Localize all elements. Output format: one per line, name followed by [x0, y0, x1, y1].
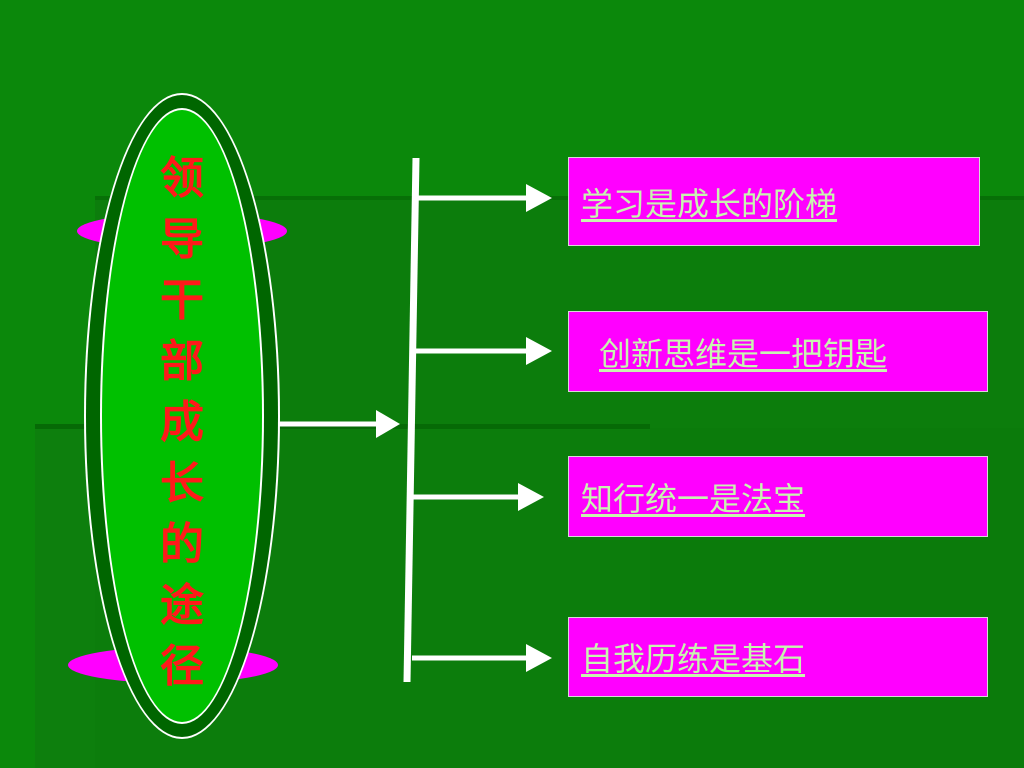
branch-box-innovation[interactable]: 创新思维是一把钥匙: [568, 311, 988, 392]
branch-arrow-2-head: [526, 337, 552, 365]
connector-main-arrowhead: [376, 410, 400, 438]
branch-arrow-3-head: [518, 483, 544, 511]
branch-box-practice[interactable]: 自我历练是基石: [568, 617, 988, 697]
branch-label-learning[interactable]: 学习是成长的阶梯: [581, 184, 838, 223]
background-panel-left: [35, 428, 95, 768]
branch-label-unity[interactable]: 知行统一是法宝: [581, 479, 806, 518]
branch-arrow-4-head: [526, 644, 552, 672]
branch-label-practice[interactable]: 自我历练是基石: [581, 640, 806, 678]
oval-center: [102, 110, 262, 722]
center-title: 领导干部成长的途径: [150, 148, 214, 708]
branch-arrow-1-head: [526, 184, 552, 212]
background-band-top: [95, 196, 1024, 200]
vertical-connector-bar: [403, 157, 420, 683]
branch-box-learning[interactable]: 学习是成长的阶梯: [568, 157, 980, 246]
branch-box-unity[interactable]: 知行统一是法宝: [568, 456, 988, 537]
center-title-text: 领导干部成长的途径: [160, 153, 204, 692]
branch-label-innovation[interactable]: 创新思维是一把钥匙: [599, 334, 888, 373]
